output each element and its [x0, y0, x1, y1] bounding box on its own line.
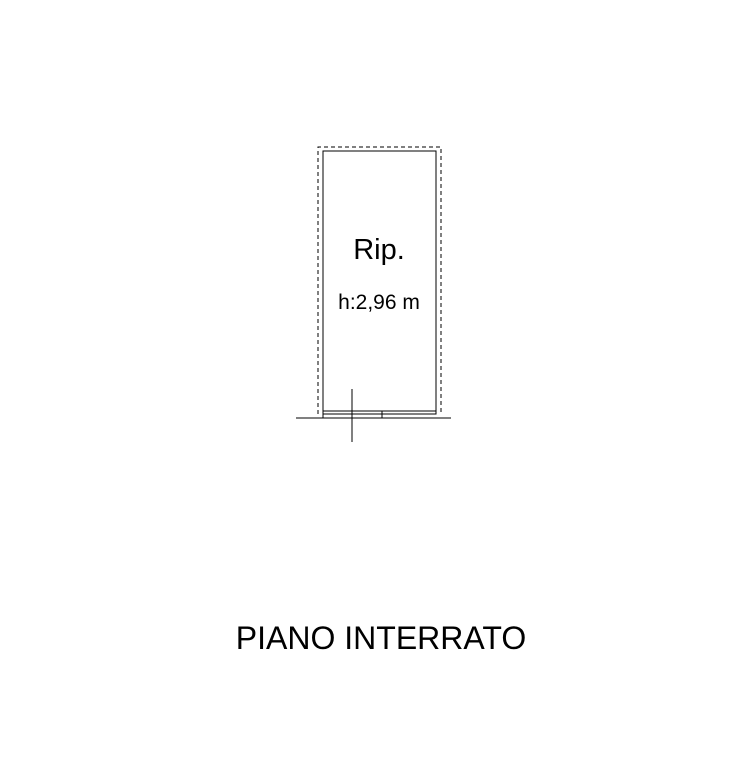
room-name-label: Rip. [353, 234, 405, 266]
floor-title: PIANO INTERRATO [235, 620, 527, 656]
room-height-label: h:2,96 m [338, 291, 420, 314]
dashed-boundary [317, 146, 442, 414]
room-outline [322, 150, 437, 415]
